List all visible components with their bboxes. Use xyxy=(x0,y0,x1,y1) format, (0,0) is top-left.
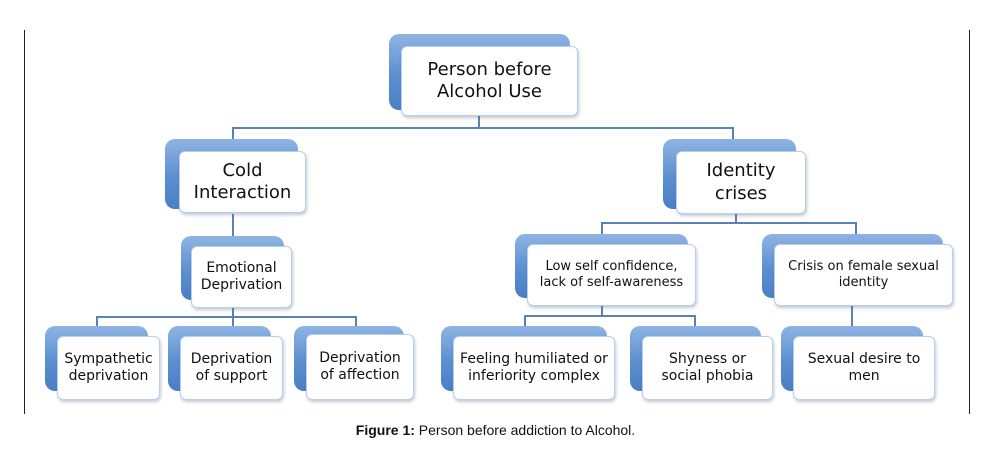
connector-lowself-down xyxy=(601,306,603,316)
node-identity-crises-label: Identity crises xyxy=(676,151,806,214)
node-deprivation-of-support-label: Deprivation of support xyxy=(180,336,283,400)
connector-root-down xyxy=(478,110,480,128)
node-emotional-deprivation-label: Emotional Deprivation xyxy=(191,246,292,308)
node-sexual-desire-to-men-label: Sexual desire to men xyxy=(793,336,935,400)
left-border-rule xyxy=(24,30,25,414)
node-deprivation-of-affection: Deprivation of affection xyxy=(294,326,414,400)
node-cold-interaction: Cold Interaction xyxy=(165,139,306,213)
connector-to-cold xyxy=(232,127,234,139)
connector-to-sympathetic xyxy=(96,316,98,326)
node-crisis-female-identity-label: Crisis on female sexual identity xyxy=(774,244,953,306)
connector-to-lowself xyxy=(601,222,603,234)
node-feeling-humiliated: Feeling humiliated or inferiority comple… xyxy=(441,326,615,400)
figure-caption-text: Person before addiction to Alcohol. xyxy=(414,422,636,438)
connector-level3-left-horizontal xyxy=(96,316,357,318)
node-feeling-humiliated-label: Feeling humiliated or inferiority comple… xyxy=(453,336,615,400)
connector-level3-right-horizontal xyxy=(524,315,696,317)
figure-caption-label: Figure 1: xyxy=(355,422,415,438)
node-identity-crises: Identity crises xyxy=(663,139,806,214)
node-shyness-social-phobia: Shyness or social phobia xyxy=(630,326,773,400)
node-shyness-social-phobia-label: Shyness or social phobia xyxy=(642,336,773,400)
node-sexual-desire-to-men: Sexual desire to men xyxy=(781,326,935,400)
right-border-rule xyxy=(969,30,970,414)
node-deprivation-of-affection-label: Deprivation of affection xyxy=(306,334,414,400)
node-person-before-alcohol: Person before Alcohol Use xyxy=(389,34,578,116)
node-cold-interaction-label: Cold Interaction xyxy=(179,151,306,213)
connector-to-humiliated xyxy=(524,315,526,327)
connector-emotional-down xyxy=(232,308,234,317)
connector-identity-down xyxy=(735,214,737,223)
connector-to-shyness xyxy=(694,315,696,327)
connector-cold-to-emotional xyxy=(232,214,234,236)
node-sympathetic-deprivation: Sympathetic deprivation xyxy=(45,326,160,400)
connector-to-crisis xyxy=(855,222,857,234)
node-person-before-alcohol-label: Person before Alcohol Use xyxy=(401,46,578,116)
connector-crisis-to-desire xyxy=(851,306,853,328)
connector-level2-horizontal xyxy=(601,222,857,224)
node-low-self-confidence: Low self confidence, lack of self-awaren… xyxy=(515,234,696,306)
node-emotional-deprivation: Emotional Deprivation xyxy=(181,236,292,308)
figure-caption: Figure 1: Person before addiction to Alc… xyxy=(0,422,991,438)
connector-to-support xyxy=(232,316,234,326)
connector-level1-horizontal xyxy=(232,127,734,129)
connector-to-affection xyxy=(355,316,357,326)
node-deprivation-of-support: Deprivation of support xyxy=(168,326,283,400)
node-sympathetic-deprivation-label: Sympathetic deprivation xyxy=(57,336,160,400)
node-low-self-confidence-label: Low self confidence, lack of self-awaren… xyxy=(527,244,696,306)
connector-to-identity xyxy=(732,127,734,139)
node-crisis-female-identity: Crisis on female sexual identity xyxy=(762,234,953,306)
